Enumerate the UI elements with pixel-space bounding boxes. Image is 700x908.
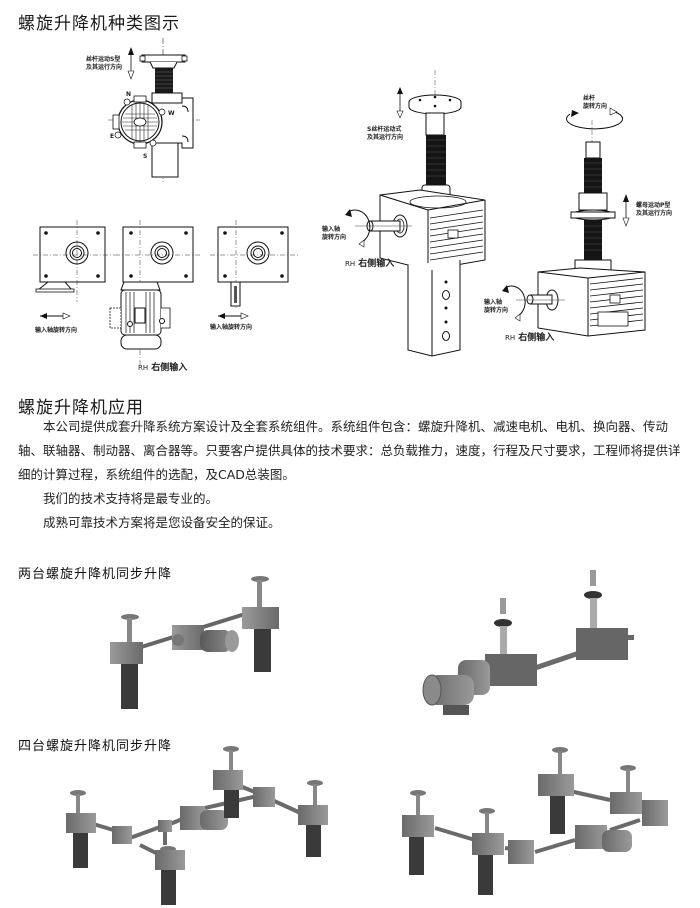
plan-view-middle [109, 220, 200, 365]
p-type-rh-label: RH 右侧输入 [505, 330, 554, 343]
compass-w: W [168, 110, 175, 117]
input-rotation-label-right: 输入轴旋转方向 [210, 324, 253, 331]
p-type-jack-drawing [502, 107, 646, 337]
paragraph-intro: 本公司提供成套升降系统方案设计及全套系统组件。系统组件包含：螺旋升降机、减速电机… [18, 419, 681, 482]
four-unit-title: 四台螺旋升降机同步升降 [18, 739, 173, 754]
input-rotation-label-left: 输入轴旋转方向 [35, 327, 78, 334]
rh-text: 右侧输入 [518, 333, 555, 343]
plan-view-left [33, 220, 115, 320]
rh-code: RH [345, 260, 356, 268]
rh-code: RH [505, 334, 516, 342]
compass-n: N [126, 91, 132, 98]
rh-text: 右侧输入 [358, 259, 395, 269]
s-type-motion-label: S丝杆运动式 及其运行方向 [367, 126, 404, 141]
plan-view-right [210, 220, 300, 320]
paragraph-safety: 成熟可靠技术方案将是您设备安全的保证。 [43, 515, 281, 530]
application-description: 本公司提供成套升降系统方案设计及全套系统组件。系统组件包含：螺旋升降机、减速电机… [18, 415, 690, 535]
screw-motion-label: 丝杆运动S型 及其运行方向 [86, 56, 123, 71]
s-type-rh-label: RH 右侧输入 [345, 256, 394, 269]
rh-right-input-label: RH 右侧输入 [138, 360, 187, 373]
p-type-nut-label: 螺母运动P型 及其运行方向 [636, 202, 673, 217]
two-unit-title: 两台螺旋升降机同步升降 [18, 567, 173, 582]
four-unit-system-image-1 [66, 746, 328, 905]
section-title-applications: 螺旋升降机应用 [18, 398, 144, 418]
p-type-input-label: 输入轴 旋转方向 [484, 299, 509, 314]
two-unit-system-image-1 [110, 576, 279, 709]
plan-view-drawings [33, 220, 300, 365]
section-title-types: 螺旋升降机种类图示 [18, 14, 180, 34]
s-type-input-label: 输入轴 旋转方向 [322, 226, 347, 241]
compass-e: E [110, 133, 115, 140]
s-type-jack-drawing [345, 70, 486, 357]
rh-text: 右侧输入 [151, 363, 188, 373]
compass-s: S [143, 153, 148, 160]
rh-code: RH [138, 364, 149, 372]
worm-jack-front-view [108, 38, 200, 182]
p-type-screw-label: 丝杆 旋转方向 [583, 95, 608, 110]
two-unit-system-image-2 [422, 570, 634, 715]
four-unit-system-image-2 [402, 747, 668, 895]
paragraph-support: 我们的技术支持将是最专业的。 [43, 491, 219, 506]
